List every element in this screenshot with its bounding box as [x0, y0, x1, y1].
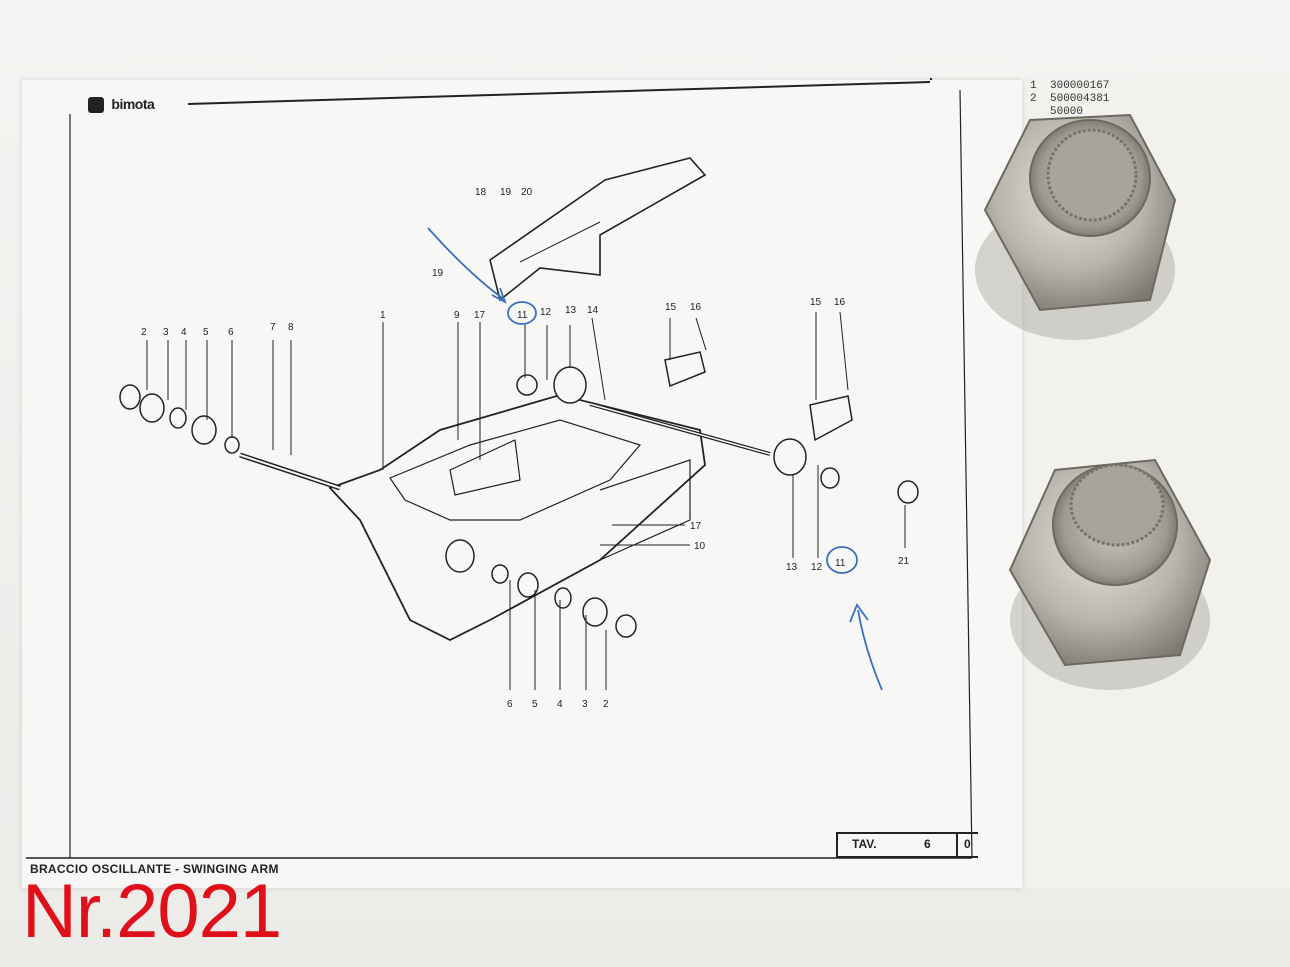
callout-16b: 16 [834, 297, 846, 308]
brand-header: bimota [88, 96, 155, 114]
brand-name: bimota [111, 96, 155, 112]
parts-table-row: 2 500004381 [1030, 93, 1180, 106]
callout-19: 19 [500, 187, 512, 198]
diagram-caption: BRACCIO OSCILLANTE - SWINGING ARM [30, 862, 279, 876]
parts-row-code: 500004381 [1050, 93, 1110, 105]
brand-logo-icon [88, 97, 104, 114]
parts-row-index: 2 [1030, 93, 1037, 105]
callout-6: 6 [228, 327, 234, 338]
chain-guard [489, 157, 707, 302]
callout-12: 12 [540, 307, 552, 318]
callout-11-top: 11 [517, 310, 528, 321]
callout-7: 7 [270, 322, 276, 333]
callout-8: 8 [288, 322, 294, 333]
callout-1: 1 [380, 310, 386, 321]
callout-2b: 2 [603, 699, 609, 710]
annotation-arrow-top [427, 227, 506, 301]
parts-row-code: 300000167 [1050, 80, 1110, 92]
diagram-sheet [22, 80, 1022, 888]
tav-revision: 0 [964, 837, 971, 851]
callout-14: 14 [587, 305, 599, 316]
tav-label: TAV. [852, 837, 877, 851]
annotation-arrow-bottom [857, 609, 883, 691]
callout-18: 18 [475, 187, 487, 198]
parts-table-row: 1 300000167 [1030, 80, 1180, 93]
callout-15b: 15 [810, 297, 822, 308]
parts-row-code: 50000 [1050, 106, 1084, 118]
tav-number: 6 [924, 837, 931, 851]
tav-separator [956, 834, 958, 856]
callout-11-bottom: 11 [835, 558, 846, 569]
callout-5b: 5 [532, 699, 538, 710]
callout-3: 3 [163, 327, 169, 338]
callout-5: 5 [203, 327, 209, 338]
left-bushings [119, 384, 240, 454]
callout-3b: 3 [582, 699, 588, 710]
callout-12b: 12 [811, 562, 823, 573]
top-bushings [516, 366, 587, 404]
item-number-stamp: Nr.2021 [22, 869, 282, 954]
callout-20: 20 [521, 187, 533, 198]
pen-annotations [427, 227, 883, 691]
callout-labels: 18 19 20 19 11 12 13 14 2 3 4 5 6 7 8 1 … [141, 187, 910, 710]
callout-16: 16 [690, 302, 702, 313]
callout-4: 4 [181, 327, 187, 338]
callout-9: 9 [454, 310, 460, 321]
callout-2: 2 [141, 327, 147, 338]
callout-4b: 4 [557, 699, 563, 710]
right-parts [664, 351, 919, 504]
callout-6b: 6 [507, 699, 513, 710]
callout-10: 10 [694, 541, 706, 552]
bottom-bushings [445, 539, 637, 638]
callout-15: 15 [665, 302, 677, 313]
header-rule [187, 81, 931, 105]
annotation-circle-bottom [826, 546, 858, 574]
callout-17b: 17 [690, 521, 702, 532]
annotation-circle-top [507, 301, 537, 325]
parts-table-row: 50000 [1030, 106, 1180, 119]
nut-bottom [1008, 458, 1212, 690]
callout-13: 13 [565, 305, 577, 316]
nut-top [975, 113, 1177, 340]
callout-19b: 19 [432, 268, 444, 279]
callout-17: 17 [474, 310, 486, 321]
table-number-box: TAV. 6 0 [836, 832, 978, 858]
parts-row-index: 1 [1030, 80, 1037, 92]
swing-arm [328, 394, 706, 642]
callout-13b: 13 [786, 562, 798, 573]
callout-21: 21 [898, 556, 910, 567]
